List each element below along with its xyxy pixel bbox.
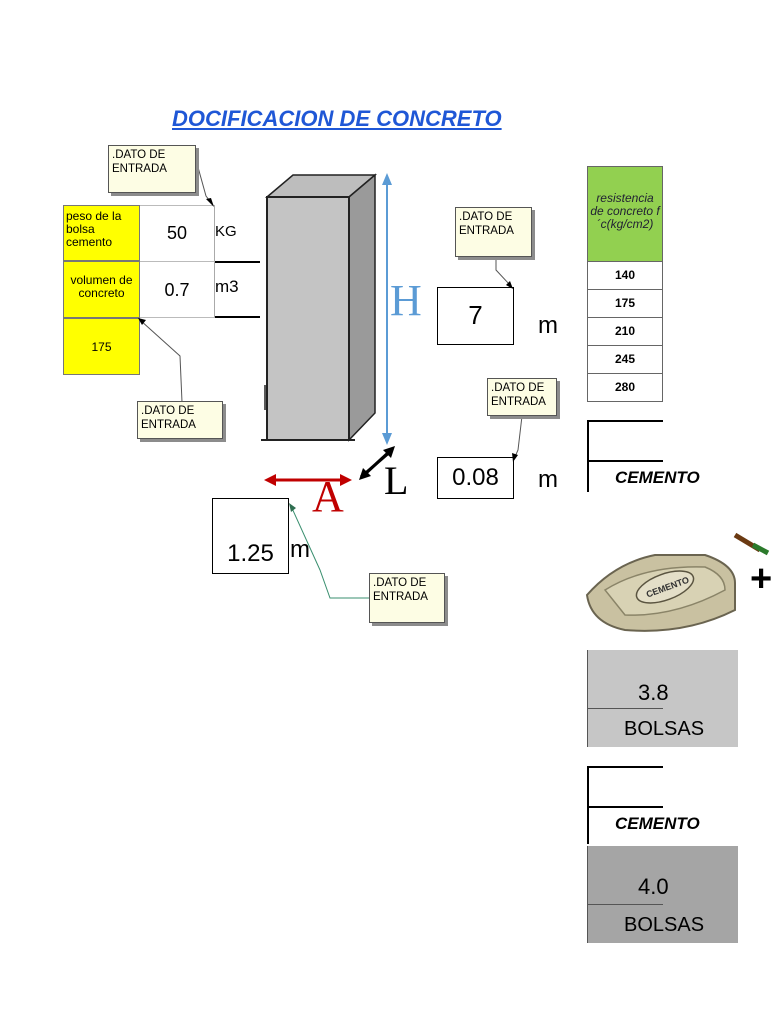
input-note-5: .DATO DE ENTRADA [369,573,445,623]
resistance-header: resistencia de concreto f´c(kg/cm2) [587,166,663,262]
result-label-2: CEMENTO [615,814,700,833]
bag-weight-value-cell[interactable]: 50 [140,205,215,261]
input-note-3: .DATO DE ENTRADA [455,207,532,257]
height-letter: H [390,276,422,325]
resistance-row-175[interactable]: 175 [587,290,663,318]
plus-icon: + [750,558,772,600]
concrete-column-diagram [261,173,392,479]
input-note-1: .DATO DE ENTRADA [108,145,196,193]
bag-weight-value: 50 [166,223,188,243]
input-note-4: .DATO DE ENTRADA [487,378,557,416]
result-panel-1 [587,650,738,747]
input-table: peso de la bolsa cemento 50 KG volumen d… [63,205,263,375]
resistance-row-210[interactable]: 210 [587,318,663,346]
result-label-1: CEMENTO [615,468,700,487]
result-unit-1: BOLSAS [624,718,704,741]
result-header-box-2 [587,766,663,808]
result-value-1: 3.8 [638,680,669,705]
concrete-volume-unit: m3 [215,277,239,296]
depth-arrow-icon [359,446,395,480]
selected-resistance-cell[interactable]: 175 [63,318,140,375]
input-note-2: .DATO DE ENTRADA [137,401,223,439]
resistance-row-245[interactable]: 245 [587,346,663,374]
resistance-row-140[interactable]: 140 [587,262,663,290]
concrete-volume-value: 0.7 [164,280,190,300]
depth-letter: L [384,458,409,503]
result-unit-2: BOLSAS [624,914,704,937]
concrete-volume-label: volumen de concreto [63,261,140,318]
cement-bag-icon: CEMENTO [585,532,770,640]
width-input[interactable]: 1.25 [212,498,289,574]
depth-unit: m [538,466,558,493]
page-title: DOCIFICACION DE CONCRETO [172,106,502,131]
depth-input[interactable]: 0.08 [437,457,514,499]
bag-weight-unit: KG [215,223,237,240]
height-input[interactable]: 7 [437,287,514,345]
result-panel-2 [587,846,738,943]
resistance-row-280[interactable]: 280 [587,374,663,402]
bag-weight-label: peso de la bolsa cemento [63,205,140,261]
width-letter: A [312,472,344,521]
height-unit: m [538,312,558,339]
result-header-box-1 [587,420,663,462]
concrete-volume-value-cell[interactable]: 0.7 [140,261,215,318]
result-value-2: 4.0 [638,874,669,899]
width-unit: m [290,536,310,563]
width-arrow-icon [264,474,352,486]
